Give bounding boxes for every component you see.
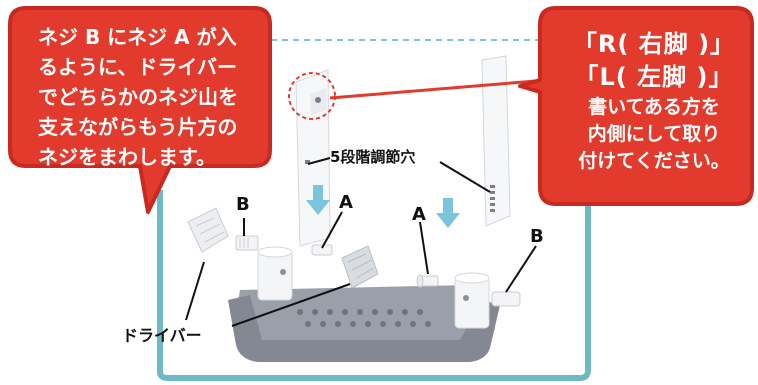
highlight-circle bbox=[288, 72, 336, 120]
down-arrow-left bbox=[306, 185, 330, 215]
right-upper-leg bbox=[481, 55, 511, 227]
label-driver: ドライバー bbox=[122, 326, 202, 345]
callout-pointer-line bbox=[329, 78, 549, 100]
left-callout-text: ネジ B にネジ A が入 るように、ドライバー でどちらかのネジ山を 支えなが… bbox=[38, 22, 238, 172]
right-callout-text: 「R( 右脚 )」 「L( 左脚 )」 書いてある方を 内側にして取り 付けてく… bbox=[566, 28, 742, 175]
screw-a-right bbox=[416, 274, 439, 288]
right-callout-line-2: 「L( 左脚 )」 bbox=[574, 63, 734, 91]
right-callout-line-1: 「R( 右脚 )」 bbox=[572, 30, 736, 58]
end-cap-right bbox=[341, 245, 379, 289]
right-callout-line-3: 書いてある方を bbox=[588, 96, 720, 118]
leader-a-left bbox=[321, 211, 343, 249]
right-callout-bubble bbox=[518, 6, 754, 206]
end-cap-left bbox=[187, 207, 229, 253]
left-leg-stub bbox=[257, 246, 293, 301]
leader-holes-right bbox=[439, 161, 491, 193]
left-callout-bubble bbox=[8, 6, 272, 214]
frame-outline bbox=[157, 190, 591, 381]
leader-driver-right bbox=[231, 283, 351, 327]
label-adjustment-holes: 5段階調節穴 bbox=[330, 148, 416, 166]
right-leg-stub bbox=[454, 272, 490, 329]
label-screw-b-right: B bbox=[530, 226, 544, 247]
leader-driver-left bbox=[185, 261, 205, 321]
left-callout-line-3: でどちらかのネジ山を bbox=[38, 85, 238, 109]
left-callout-line-4: 支えながらもう片方の bbox=[38, 115, 238, 139]
right-callout-line-4: 内側にして取り bbox=[587, 123, 721, 145]
left-callout-line-5: ネジをまわします。 bbox=[38, 145, 216, 169]
leader-b-right bbox=[505, 245, 537, 293]
screw-a-left bbox=[311, 244, 333, 256]
label-screw-a-left: A bbox=[339, 192, 353, 213]
screw-b-left bbox=[235, 235, 259, 251]
screw-b-right bbox=[491, 291, 521, 307]
down-arrow-right bbox=[436, 198, 460, 228]
right-callout-line-5: 付けてください。 bbox=[578, 150, 730, 172]
left-callout-line-2: るように、ドライバー bbox=[38, 55, 237, 79]
label-screw-b-left: B bbox=[236, 194, 250, 215]
leader-a-right bbox=[419, 221, 429, 275]
left-upper-leg bbox=[295, 69, 331, 247]
left-callout-line-1: ネジ B にネジ A が入 bbox=[38, 25, 237, 49]
label-screw-a-right: A bbox=[412, 204, 426, 225]
leader-holes-left bbox=[307, 157, 331, 165]
